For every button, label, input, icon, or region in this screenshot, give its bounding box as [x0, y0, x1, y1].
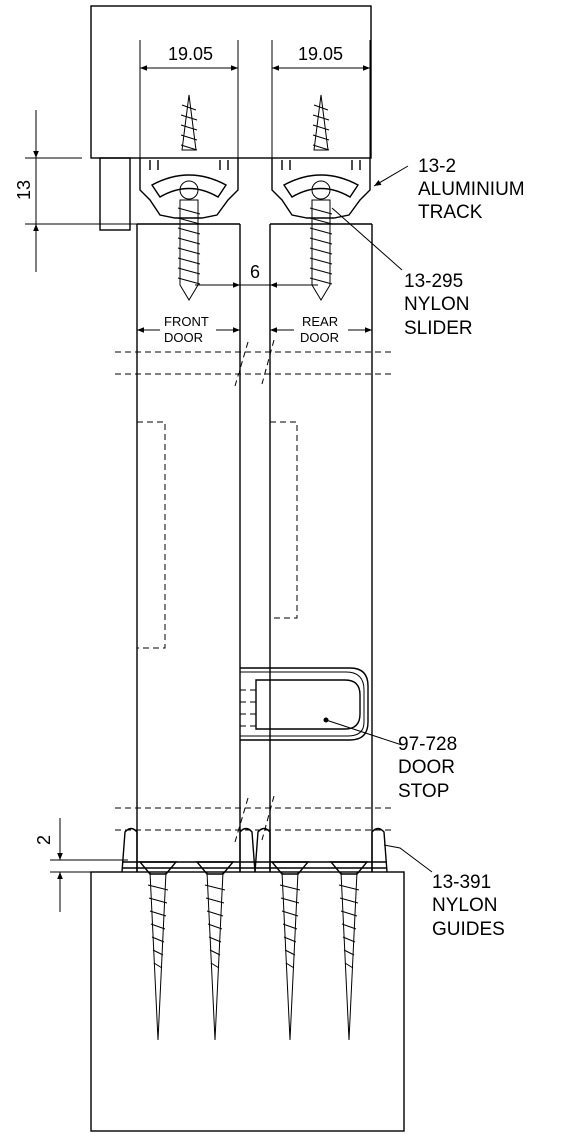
leader-aluminium-track	[373, 165, 409, 187]
callout-line2: ALUMINIUM	[418, 179, 525, 200]
aluminium-track-front	[139, 158, 239, 219]
front-door-label-line1: FRONT	[164, 314, 209, 329]
leader-nylon-slider	[331, 207, 403, 271]
callout-aluminium-track: 13-2 ALUMINIUM TRACK	[418, 156, 525, 223]
rear-door-recess	[270, 421, 298, 619]
callout-line2: NYLON	[404, 294, 469, 315]
aluminium-track-rear	[271, 158, 371, 219]
rear-head-screw	[312, 94, 330, 151]
callout-line3: STOP	[398, 781, 449, 802]
dim-label-track-width-front: 19.05	[168, 44, 213, 64]
front-door-label-line2: DOOR	[164, 330, 203, 345]
break-line-upper	[115, 339, 395, 387]
rear-door-label-line2: DOOR	[300, 330, 339, 345]
callout-line3: SLIDER	[404, 318, 473, 339]
rear-slider-screw	[309, 199, 333, 301]
dim-track-width-rear	[271, 40, 371, 158]
guide-screw-4	[329, 861, 369, 1041]
dim-guide-offset	[50, 818, 128, 912]
callout-line3: TRACK	[418, 202, 483, 223]
dim-label-guide-offset: 2	[34, 835, 54, 845]
front-door-recess	[137, 421, 166, 649]
callout-code: 13-391	[432, 872, 491, 893]
guide-screw-3	[270, 861, 310, 1041]
callout-door-stop: 97-728 DOOR STOP	[398, 734, 457, 802]
guide-screw-1	[138, 861, 178, 1041]
track-side-bracket	[99, 157, 131, 231]
dim-track-width-front	[139, 40, 239, 158]
dim-track-height	[25, 110, 137, 272]
door-stop	[240, 667, 369, 741]
callout-code: 13-2	[418, 156, 456, 177]
dim-label-door-gap: 6	[250, 262, 260, 282]
rear-door-label-line1: REAR	[302, 314, 338, 329]
bottom-sill-block	[90, 871, 405, 1132]
leader-door-stop	[325, 719, 403, 746]
callout-line2: DOOR	[398, 757, 455, 778]
dim-label-track-height: 13	[14, 180, 34, 200]
callout-line3: GUIDES	[432, 919, 505, 940]
nylon-guides	[121, 827, 388, 873]
front-head-screw	[180, 94, 198, 151]
callout-line2: NYLON	[432, 895, 497, 916]
dim-label-track-width-rear: 19.05	[298, 44, 343, 64]
front-slider-screw	[177, 199, 201, 301]
callout-code: 97-728	[398, 734, 457, 755]
break-line-lower	[115, 795, 395, 843]
callout-code: 13-295	[404, 271, 463, 292]
leader-nylon-guides	[383, 844, 433, 873]
callout-nylon-guides: 13-391 NYLON GUIDES	[432, 872, 505, 940]
guide-screw-2	[195, 861, 235, 1041]
callout-nylon-slider: 13-295 NYLON SLIDER	[404, 271, 473, 339]
top-head-block	[90, 5, 372, 159]
